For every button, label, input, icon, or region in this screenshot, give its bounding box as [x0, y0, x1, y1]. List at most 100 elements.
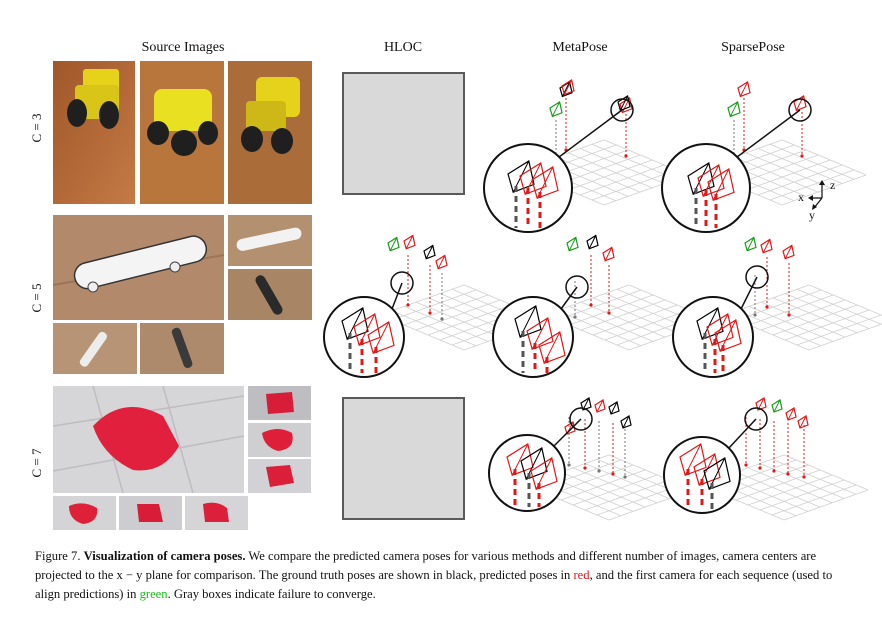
hloc-failure-box-c3	[342, 72, 465, 195]
pred-camera-edge	[787, 413, 792, 421]
pred-camera	[797, 415, 809, 429]
grid-line	[427, 304, 513, 336]
zoom-connector	[736, 109, 801, 158]
grid-line	[772, 304, 858, 336]
row-label-c3: C = 3	[29, 113, 44, 143]
grid-line	[415, 301, 501, 338]
camera-center-point	[772, 469, 776, 473]
camera-center-point	[428, 311, 432, 315]
pred-camera-edge	[739, 88, 745, 97]
pred-camera-edge	[563, 86, 569, 95]
camera-center-point	[765, 305, 769, 309]
pred-camera-edge	[743, 81, 749, 90]
row-label-c7: C = 7	[29, 448, 44, 478]
camera-center-point	[611, 472, 615, 476]
zoom-camera	[341, 307, 369, 340]
gt-camera	[608, 401, 620, 415]
grid-line	[771, 458, 857, 495]
grid-line	[747, 474, 833, 506]
zoom-connector	[560, 286, 578, 310]
zoom-camera-edge	[533, 447, 543, 464]
zoom-inset-circle	[492, 296, 574, 378]
row-label-c5: C = 5	[29, 283, 44, 313]
pred-camera-edge	[441, 255, 446, 263]
camera-center-point	[607, 311, 611, 315]
gt-camera	[586, 234, 599, 250]
source-image-cloth-6	[119, 496, 182, 530]
pred-camera-edge	[788, 245, 793, 253]
pose-plot-metapose-c3	[483, 79, 689, 233]
pose-plot-hloc-c5	[323, 234, 549, 378]
source-image-bus-3	[228, 61, 312, 204]
grid-line	[736, 289, 822, 321]
pred-camera-edge	[760, 397, 765, 405]
caption-text-1: We compare the predicted camera poses fo…	[35, 549, 817, 582]
grid-line	[580, 301, 666, 338]
grid-line	[568, 294, 654, 326]
grid-line	[415, 299, 501, 331]
grid-line	[567, 152, 653, 189]
zoom-camera	[367, 321, 395, 354]
caption-red-word: red	[573, 568, 590, 582]
pred-camera	[602, 246, 615, 262]
zoom-camera-edge	[709, 307, 719, 324]
first-camera-edge	[551, 108, 557, 117]
zoom-camera-edge	[380, 321, 390, 338]
zoom-camera	[514, 305, 542, 338]
zoom-camera	[353, 313, 381, 346]
grid-line	[591, 143, 677, 180]
first-camera-edge	[393, 237, 398, 245]
caption-text-2: , and the first camera for each sequence…	[35, 568, 833, 601]
grid-line	[579, 148, 665, 184]
first-camera	[727, 101, 741, 118]
zoom-camera	[714, 319, 742, 352]
grid-line	[784, 309, 870, 341]
zoom-source-circle	[788, 98, 812, 122]
grid-line	[591, 169, 677, 201]
zoom-camera	[679, 443, 707, 476]
pred-camera	[737, 81, 751, 98]
grid-line	[748, 306, 834, 342]
grid-line	[556, 289, 642, 321]
grid-line	[584, 479, 670, 511]
grid-line	[567, 159, 653, 191]
camera-center-point	[583, 466, 587, 470]
grid-line	[757, 164, 843, 196]
grid-line	[733, 156, 819, 193]
source-image-skateboard-2	[228, 215, 312, 266]
camera-center-point	[802, 475, 806, 479]
grid-line	[560, 469, 646, 501]
zoom-source-circle	[610, 98, 634, 122]
grid-line	[748, 294, 834, 326]
pred-camera-edge	[802, 415, 807, 423]
grid-line	[772, 297, 858, 334]
pred-camera-edge	[604, 253, 609, 261]
zoom-camera	[506, 443, 534, 476]
zoom-camera	[696, 307, 724, 340]
camera-center-point	[623, 475, 627, 479]
first-camera-edge	[555, 101, 561, 110]
grid-line	[757, 148, 843, 184]
source-image-cloth-5	[53, 496, 116, 530]
first-camera-edge	[776, 399, 781, 407]
gt-camera	[423, 244, 436, 260]
camera-center-point	[624, 154, 628, 158]
pred-camera-edge	[766, 239, 771, 247]
header-hloc: HLOC	[383, 40, 423, 55]
camera-center-point	[440, 317, 444, 321]
first-camera-edge	[746, 243, 751, 251]
zoom-camera	[697, 164, 725, 197]
first-camera-edge	[389, 243, 394, 251]
grid-line	[548, 464, 634, 496]
grid-line	[808, 323, 882, 351]
grid-line	[760, 301, 846, 338]
zoom-camera-edge	[519, 443, 529, 460]
pred-camera-edge	[567, 79, 573, 88]
first-camera	[744, 236, 757, 252]
zoom-camera-edge	[551, 331, 561, 348]
grid-line	[736, 310, 822, 347]
zoom-camera	[693, 453, 721, 486]
grid-line	[580, 299, 666, 331]
camera-center-point	[786, 472, 790, 476]
first-camera	[566, 236, 579, 252]
